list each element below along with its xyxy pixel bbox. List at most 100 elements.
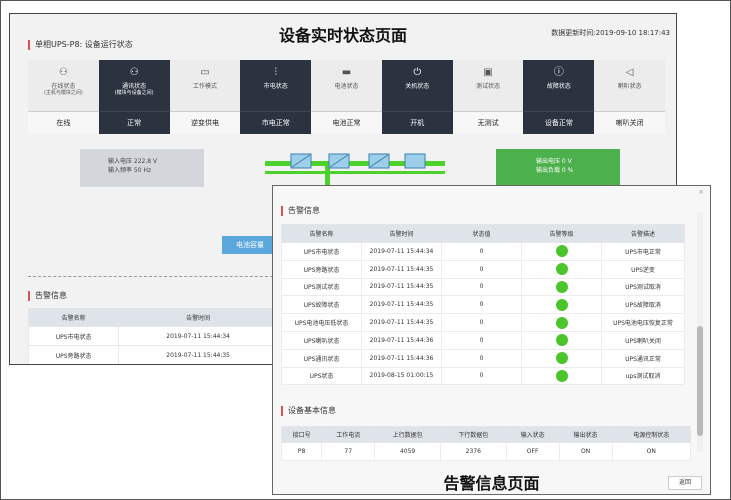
alarm-table: 告警名称 告警时间 UPS市电状态 2019-07-11 15:44:34 UP… xyxy=(27,308,278,364)
battery-icon: ▬ xyxy=(341,67,352,78)
level-indicator-icon xyxy=(555,334,568,347)
status-value: 开机 xyxy=(381,111,453,134)
alarm-level xyxy=(521,348,602,368)
column-header: 输出状态 xyxy=(558,426,613,443)
network-icon: ⚇ xyxy=(58,67,68,78)
input-voltage: 输入电压 222.8 V xyxy=(108,158,158,165)
device-cell: 77 xyxy=(321,442,376,461)
status-sub: (模块与设备之间) xyxy=(114,90,154,96)
alarm-time: 2019-07-11 15:44:35 xyxy=(361,277,442,297)
status-strip: ⚇在线状态(主机与模块之间)在线⚇通讯状态(模块与设备之间)正常 ▭ 工作模式逆变供… xyxy=(28,60,666,134)
alarm-name: UPS旁路状态 xyxy=(27,345,120,364)
status-cell: ▭ 工作模式逆变供电 xyxy=(169,60,241,134)
speaker-icon: ◁ xyxy=(625,67,634,78)
alarm-name: UPS通讯状态 xyxy=(281,348,362,368)
status-cell: ◁喇叭状态喇叭关闭 xyxy=(594,60,666,134)
status-cell: ▣测试状态无测试 xyxy=(452,60,524,134)
column-header: 输入状态 xyxy=(505,426,560,443)
alarm-level xyxy=(521,330,602,350)
alarm-time: 2019-07-11 15:44:36 xyxy=(361,330,442,350)
status-value: 电池正常 xyxy=(311,111,382,134)
status-name: 电池状态 xyxy=(334,83,359,90)
column-header: 告警名称 xyxy=(281,224,362,243)
status-value: 0 xyxy=(441,330,522,350)
alarm-name: UPS状态 xyxy=(281,366,362,386)
level-indicator-icon xyxy=(555,369,568,382)
alarm-name: UPS测试状态 xyxy=(281,277,362,297)
status-name: 工作模式 xyxy=(192,83,217,90)
status-value: 0 xyxy=(441,295,522,315)
mains-icon: ⫶ xyxy=(274,67,277,78)
status-cell: ⚇通讯状态(模块与设备之间)正常 xyxy=(98,60,170,134)
column-header: 告警描述 xyxy=(601,224,685,243)
alarm-level xyxy=(521,259,602,279)
device-cell: 2376 xyxy=(439,442,507,461)
status-name: 测试状态 xyxy=(476,83,501,90)
back-button[interactable]: 返回 xyxy=(668,476,702,490)
status-name: 故障状态 xyxy=(546,83,571,90)
device-cell: 4059 xyxy=(374,442,441,461)
device-cell: ON xyxy=(558,442,613,461)
level-indicator-icon xyxy=(555,245,568,258)
alarm-name: UPS旁路状态 xyxy=(281,259,362,279)
bypass-line xyxy=(265,171,445,174)
column-header: 接口号 xyxy=(280,426,323,443)
level-indicator-icon xyxy=(555,316,568,329)
table-row: UPS旁路状态 2019-07-11 15:44:35 xyxy=(27,345,278,364)
alarm-name: UPS电池电压低状态 xyxy=(281,313,362,332)
battery-mode-icon: ▭ xyxy=(200,67,210,78)
alarm-name: UPS市电状态 xyxy=(27,326,120,346)
battery-capacity-button[interactable]: 电池容量 xyxy=(222,236,278,254)
status-cell: ▬ 电池状态电池正常 xyxy=(311,60,382,134)
status-value: 喇叭关闭 xyxy=(594,111,666,134)
output-panel: 输出电压 0 V 输出负载 0 % xyxy=(496,149,620,185)
alarm-description: ups测试取消 xyxy=(601,366,685,386)
status-value: 0 xyxy=(441,313,522,332)
alarm-time: 2019-07-11 15:44:35 xyxy=(361,295,442,315)
alarm-time: 2019-08-15 01:00:15 xyxy=(361,366,442,386)
alarm-level xyxy=(521,295,602,315)
level-indicator-icon xyxy=(555,280,568,293)
status-value: 设备正常 xyxy=(523,111,595,134)
alarm-description: UPS通讯正常 xyxy=(601,348,685,368)
alarm-level xyxy=(521,277,602,297)
status-value: 0 xyxy=(441,366,522,386)
divider xyxy=(28,276,278,277)
alarm-description: UPS测试取消 xyxy=(601,277,685,297)
main-line xyxy=(265,161,445,166)
output-voltage: 输出电压 0 V xyxy=(536,158,572,165)
close-icon[interactable]: × xyxy=(698,188,704,196)
status-value: 无测试 xyxy=(452,111,524,134)
status-value: 0 xyxy=(441,348,522,368)
status-value: 0 xyxy=(441,242,522,261)
status-value: 逆变供电 xyxy=(169,111,241,134)
column-header: 下行数据包 xyxy=(439,426,507,443)
output-load: 输出负载 0 % xyxy=(536,167,574,174)
section-title: 单相UPS-P8: 设备运行状态 xyxy=(28,40,133,50)
alarm-section-title: 告警信息 xyxy=(28,291,67,301)
alarm-time: 2019-07-11 15:44:35 xyxy=(361,313,442,332)
input-panel: 输入电压 222.8 V 输入频率 50 Hz xyxy=(80,149,204,187)
level-indicator-icon xyxy=(555,298,568,311)
alarm-name: UPS市电状态 xyxy=(281,242,362,261)
alarm-time: 2019-07-11 15:44:35 xyxy=(118,345,278,364)
alarm-page-caption: 告警信息页面 xyxy=(443,474,540,493)
output-icon xyxy=(404,153,426,169)
column-header: 工作电流 xyxy=(321,426,376,443)
alarm-description: UPS喇叭关闭 xyxy=(601,330,685,350)
scrollbar-thumb[interactable] xyxy=(697,326,703,436)
alarm-time: 2019-07-11 15:44:35 xyxy=(361,259,442,279)
status-value: 0 xyxy=(441,259,522,279)
status-cell: ⚇在线状态(主机与模块之间)在线 xyxy=(28,60,99,134)
column-header: 告警时间 xyxy=(361,224,442,243)
column-header: 电源控制状态 xyxy=(611,426,692,443)
alarm-name: UPS喇叭状态 xyxy=(281,330,362,350)
